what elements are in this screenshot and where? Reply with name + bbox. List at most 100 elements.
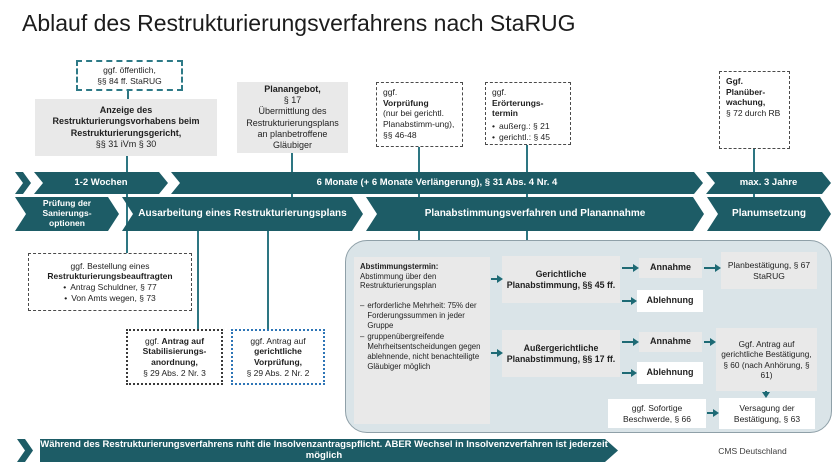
eroerterung-title: Erörterungs-termin xyxy=(492,97,544,119)
phase-label: Planabstimmungsverfahren und Planannahme xyxy=(424,208,646,220)
bullet-icon: • xyxy=(63,282,67,292)
bullet-icon: • xyxy=(492,120,495,131)
phase-pruefung: Prüfung der Sanierungs-optionen xyxy=(15,197,119,231)
timeline-segment-1: 1-2 Wochen xyxy=(34,172,168,194)
gericht-vorpruefung-box: ggf. Antrag auf gerichtliche Vorprüfung,… xyxy=(231,329,325,385)
public-note-line1: ggf. öffentlich, xyxy=(103,64,156,75)
timeline-label: max. 3 Jahre xyxy=(739,176,798,188)
versagung-label: Versagung der Bestätigung, § 63 xyxy=(733,402,801,424)
phase-label: Planumsetzung xyxy=(732,208,806,220)
ablehnung-label: Ablehnung xyxy=(646,367,694,378)
connector-vorpruefung-down xyxy=(418,146,420,242)
voting-panel: Abstimmungstermin: Abstimmung über den R… xyxy=(345,240,832,433)
eroerterung-item-text: außerg.: § 21 xyxy=(498,120,550,131)
page-title: Ablauf des Restrukturierungsverfahrens n… xyxy=(22,10,576,36)
annahme-label: Annahme xyxy=(649,336,691,347)
connector-gericht-vorpruefung-down xyxy=(267,231,269,330)
arrow-gerichtlich-to-ablehnung xyxy=(622,297,637,305)
ablehnung-box-gerichtlich: Ablehnung xyxy=(637,290,703,312)
anzeige-box: Anzeige des Restrukturierungsvorhabens b… xyxy=(35,99,217,156)
beschwerde-label: ggf. Sofortige Beschwerde, § 66 xyxy=(622,402,692,424)
phase-ausarbeitung: Ausarbeitung eines Restrukturierungsplan… xyxy=(122,197,363,231)
timeline-lead-chevron-icon xyxy=(15,172,31,194)
gericht-vorpruefung-bold: gerichtliche Vorprüfung, xyxy=(254,346,302,367)
planangebot-ref: § 17 xyxy=(283,95,302,105)
bullet-icon: • xyxy=(64,292,68,303)
timeline-label: 6 Monate (+ 6 Monate Verlängerung), § 31… xyxy=(316,176,558,188)
public-note-box: ggf. öffentlich, §§ 84 ff. StaRUG xyxy=(76,60,183,91)
bestellung-line1: ggf. Bestellung eines xyxy=(70,260,150,271)
planangebot-desc: Übermittlung des Restrukturierungsplans … xyxy=(246,106,339,150)
arrow-aussergerichtlich-to-ablehnung xyxy=(622,369,637,377)
bullet-icon: • xyxy=(492,131,495,142)
stabilisierung-ref: § 29 Abs. 2 Nr. 3 xyxy=(143,367,206,378)
public-note-line2: §§ 84 ff. StaRUG xyxy=(97,75,162,86)
planueberwachung-ref: § 72 durch RB xyxy=(726,107,781,118)
bestellung-item: • Antrag Schuldner, § 77 xyxy=(33,282,187,293)
abstimmung-heading: Abstimmungstermin: xyxy=(360,262,439,271)
planbestaetigung-label: Planbestätigung, § 67 StaRUG xyxy=(727,259,811,281)
gericht-vorpruefung-prefix: ggf. Antrag auf xyxy=(250,335,306,346)
aussergerichtliche-planabstimmung-label: Außergerichtliche Planabstimmung, §§ 17 … xyxy=(506,342,616,364)
annahme-label: Annahme xyxy=(649,262,691,273)
planangebot-box: Planangebot, § 17 Übermittlung des Restr… xyxy=(237,82,348,153)
arrow-abstimmung-to-gerichtlich xyxy=(491,275,503,283)
credit-text: CMS Deutschland xyxy=(718,446,787,456)
vorpruefung-desc: (nur bei gerichtl. Planabstimm-ung), §§ … xyxy=(383,108,455,140)
abstimmung-box: Abstimmungstermin: Abstimmung über den R… xyxy=(354,257,490,424)
bestellung-item: • Von Amts wegen, § 73 xyxy=(33,293,187,304)
dash-icon: – xyxy=(360,332,365,342)
arrow-annahme-to-planbestaetigung xyxy=(704,264,721,272)
eroerterung-item: • gerichtl.: § 45 xyxy=(492,132,564,143)
phase-planumsetzung: Planumsetzung xyxy=(707,197,831,231)
timeline-label: 1-2 Wochen xyxy=(74,176,128,188)
vorpruefung-box: ggf. Vorprüfung (nur bei gerichtl. Plana… xyxy=(376,82,463,147)
eroerterung-prefix: ggf. xyxy=(492,87,507,97)
gerichtliche-planabstimmung-label: Gerichtliche Planabstimmung, §§ 45 ff. xyxy=(506,268,616,290)
abstimmung-item-text: gruppenübergreifende Mehrheitsentscheidu… xyxy=(367,332,481,371)
arrow-aussergerichtlich-to-annahme xyxy=(622,338,639,346)
connector-stabilisierung-down xyxy=(197,231,199,330)
gericht-vorpruefung-ref: § 29 Abs. 2 Nr. 2 xyxy=(246,367,310,378)
bestellung-bold: Restrukturierungsbeauftragten xyxy=(47,271,173,282)
insolvency-banner-text: Während des Restrukturierungsverfahrens … xyxy=(40,438,608,461)
annahme-box-gerichtlich: Annahme xyxy=(639,258,702,278)
planueberwachung-box: Ggf. Planüber-wachung, § 72 durch RB xyxy=(719,71,790,149)
abstimmung-item: – erforderliche Mehrheit: 75% der Forder… xyxy=(360,301,484,330)
timeline-segment-2: 6 Monate (+ 6 Monate Verlängerung), § 31… xyxy=(171,172,703,194)
stabilisierung-prefix: ggf. xyxy=(144,335,160,346)
phase-label: Prüfung der Sanierungs-optionen xyxy=(42,198,92,228)
bestellung-item-text: Von Amts wegen, § 73 xyxy=(71,292,156,303)
stabilisierung-bold: Antrag auf Stabilisierungs-anordnung, xyxy=(142,335,207,367)
antrag-bestaetigung-label: Ggf. Antrag auf gerichtliche Bestätigung… xyxy=(721,338,812,380)
phase-planabstimmung: Planabstimmungsverfahren und Planannahme xyxy=(366,197,704,231)
arrow-gerichtlich-to-annahme xyxy=(622,264,639,272)
bestellung-item-text: Antrag Schuldner, § 77 xyxy=(70,282,157,292)
arrow-antrag-to-versagung xyxy=(762,391,770,398)
phase-label: Ausarbeitung eines Restrukturierungsplan… xyxy=(138,208,347,220)
anzeige-title: Anzeige des Restrukturierungsvorhabens b… xyxy=(52,105,200,138)
versagung-box: Versagung der Bestätigung, § 63 xyxy=(719,398,815,429)
arrow-annahme-to-antrag xyxy=(704,338,716,346)
eroerterung-item-text: gerichtl.: § 45 xyxy=(498,131,551,142)
planbestaetigung-box: Planbestätigung, § 67 StaRUG xyxy=(721,252,817,289)
planueberwachung-title: Ggf. Planüber-wachung, xyxy=(726,76,766,108)
abstimmung-item-text: erforderliche Mehrheit: 75% der Forderun… xyxy=(367,301,477,330)
ablehnung-label: Ablehnung xyxy=(646,295,694,306)
vorpruefung-prefix: ggf. xyxy=(383,87,398,97)
arrow-abstimmung-to-aussergerichtlich xyxy=(491,349,503,357)
banner-lead-chevron-icon xyxy=(17,439,33,462)
planangebot-title: Planangebot, xyxy=(264,83,321,94)
beschwerde-box: ggf. Sofortige Beschwerde, § 66 xyxy=(608,399,706,428)
ablehnung-box-aussergerichtlich: Ablehnung xyxy=(637,362,703,384)
annahme-box-aussergerichtlich: Annahme xyxy=(639,332,702,352)
eroerterung-item: • außerg.: § 21 xyxy=(492,121,564,132)
arrow-beschwerde-to-versagung xyxy=(707,409,719,417)
anzeige-ref: §§ 31 iVm § 30 xyxy=(95,138,157,149)
abstimmung-intro: Abstimmung über den Restrukturierungspla… xyxy=(360,271,437,291)
connector-public-to-anzeige xyxy=(127,91,129,100)
dash-icon: – xyxy=(360,301,365,311)
eroerterung-box: ggf. Erörterungs-termin • außerg.: § 21 … xyxy=(485,82,571,145)
antrag-bestaetigung-box: Ggf. Antrag auf gerichtliche Bestätigung… xyxy=(716,328,817,391)
